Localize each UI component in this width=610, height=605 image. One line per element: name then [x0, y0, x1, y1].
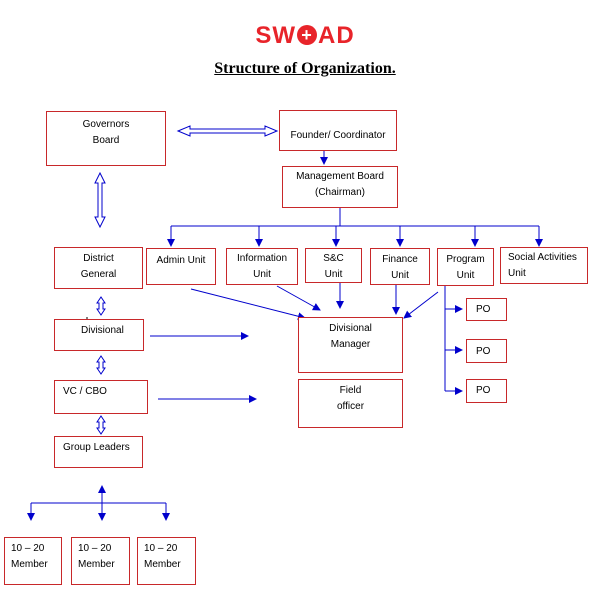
po-label-2: PO [476, 346, 491, 357]
admin-unit-box: Admin Unit [146, 248, 216, 285]
po-label-3: PO [476, 385, 491, 396]
swoad-logo: SW+AD [255, 22, 355, 49]
divisional-manager-box: Divisional Manager [298, 317, 403, 373]
member-label-1: 10 – 20 Member [11, 543, 48, 570]
group-leaders-label: Group Leaders [63, 442, 130, 453]
information-unit-box: Information Unit [226, 248, 298, 285]
vc-cbo-box: VC / CBO [54, 380, 148, 414]
finance-unit-label: Finance Unit [382, 254, 418, 281]
group-leaders-box: Group Leaders [54, 436, 143, 468]
social-activities-unit-label: Social Activities Unit [508, 252, 577, 279]
management-board-label: Management Board (Chairman) [296, 171, 384, 198]
governors-board-box: Governors Board [46, 111, 166, 166]
page-title: Structure of Organization. [214, 60, 396, 77]
information-unit-label: Information Unit [236, 253, 288, 280]
snc-unit-box: S&C Unit [305, 248, 362, 283]
vc-cbo-label: VC / CBO [63, 386, 107, 397]
founder-label: Founder/ Coordinator [290, 130, 386, 141]
founder-box: Founder/ Coordinator [279, 110, 397, 151]
field-officer-box: Field officer [298, 379, 403, 428]
admin-unit-label: Admin Unit [156, 255, 206, 266]
snc-unit-label: S&C Unit [323, 253, 344, 280]
program-unit-box: Program Unit [437, 248, 494, 286]
management-board-box: Management Board (Chairman) [282, 166, 398, 208]
divisional-label: Divisional [81, 325, 124, 336]
social-activities-unit-box: Social Activities Unit [500, 247, 588, 284]
district-general-label: District General [80, 253, 117, 280]
field-officer-label: Field officer [336, 385, 365, 412]
po-box-3: PO [466, 379, 507, 403]
po-label-1: PO [476, 304, 491, 315]
governors-board-label: Governors Board [82, 119, 130, 146]
finance-unit-box: Finance Unit [370, 248, 430, 285]
divisional-manager-label: Divisional Manager [329, 323, 372, 350]
po-box-1: PO [466, 298, 507, 321]
plus-icon: + [297, 25, 317, 45]
member-box-2: 10 – 20 Member [71, 537, 130, 585]
po-box-2: PO [466, 339, 507, 363]
member-box-1: 10 – 20 Member [4, 537, 62, 585]
divisional-box: Divisional [54, 319, 144, 351]
member-label-2: 10 – 20 Member [78, 543, 115, 570]
district-general-box: District General [54, 247, 143, 289]
program-unit-label: Program Unit [446, 254, 485, 281]
member-label-3: 10 – 20 Member [144, 543, 181, 570]
member-box-3: 10 – 20 Member [137, 537, 196, 585]
